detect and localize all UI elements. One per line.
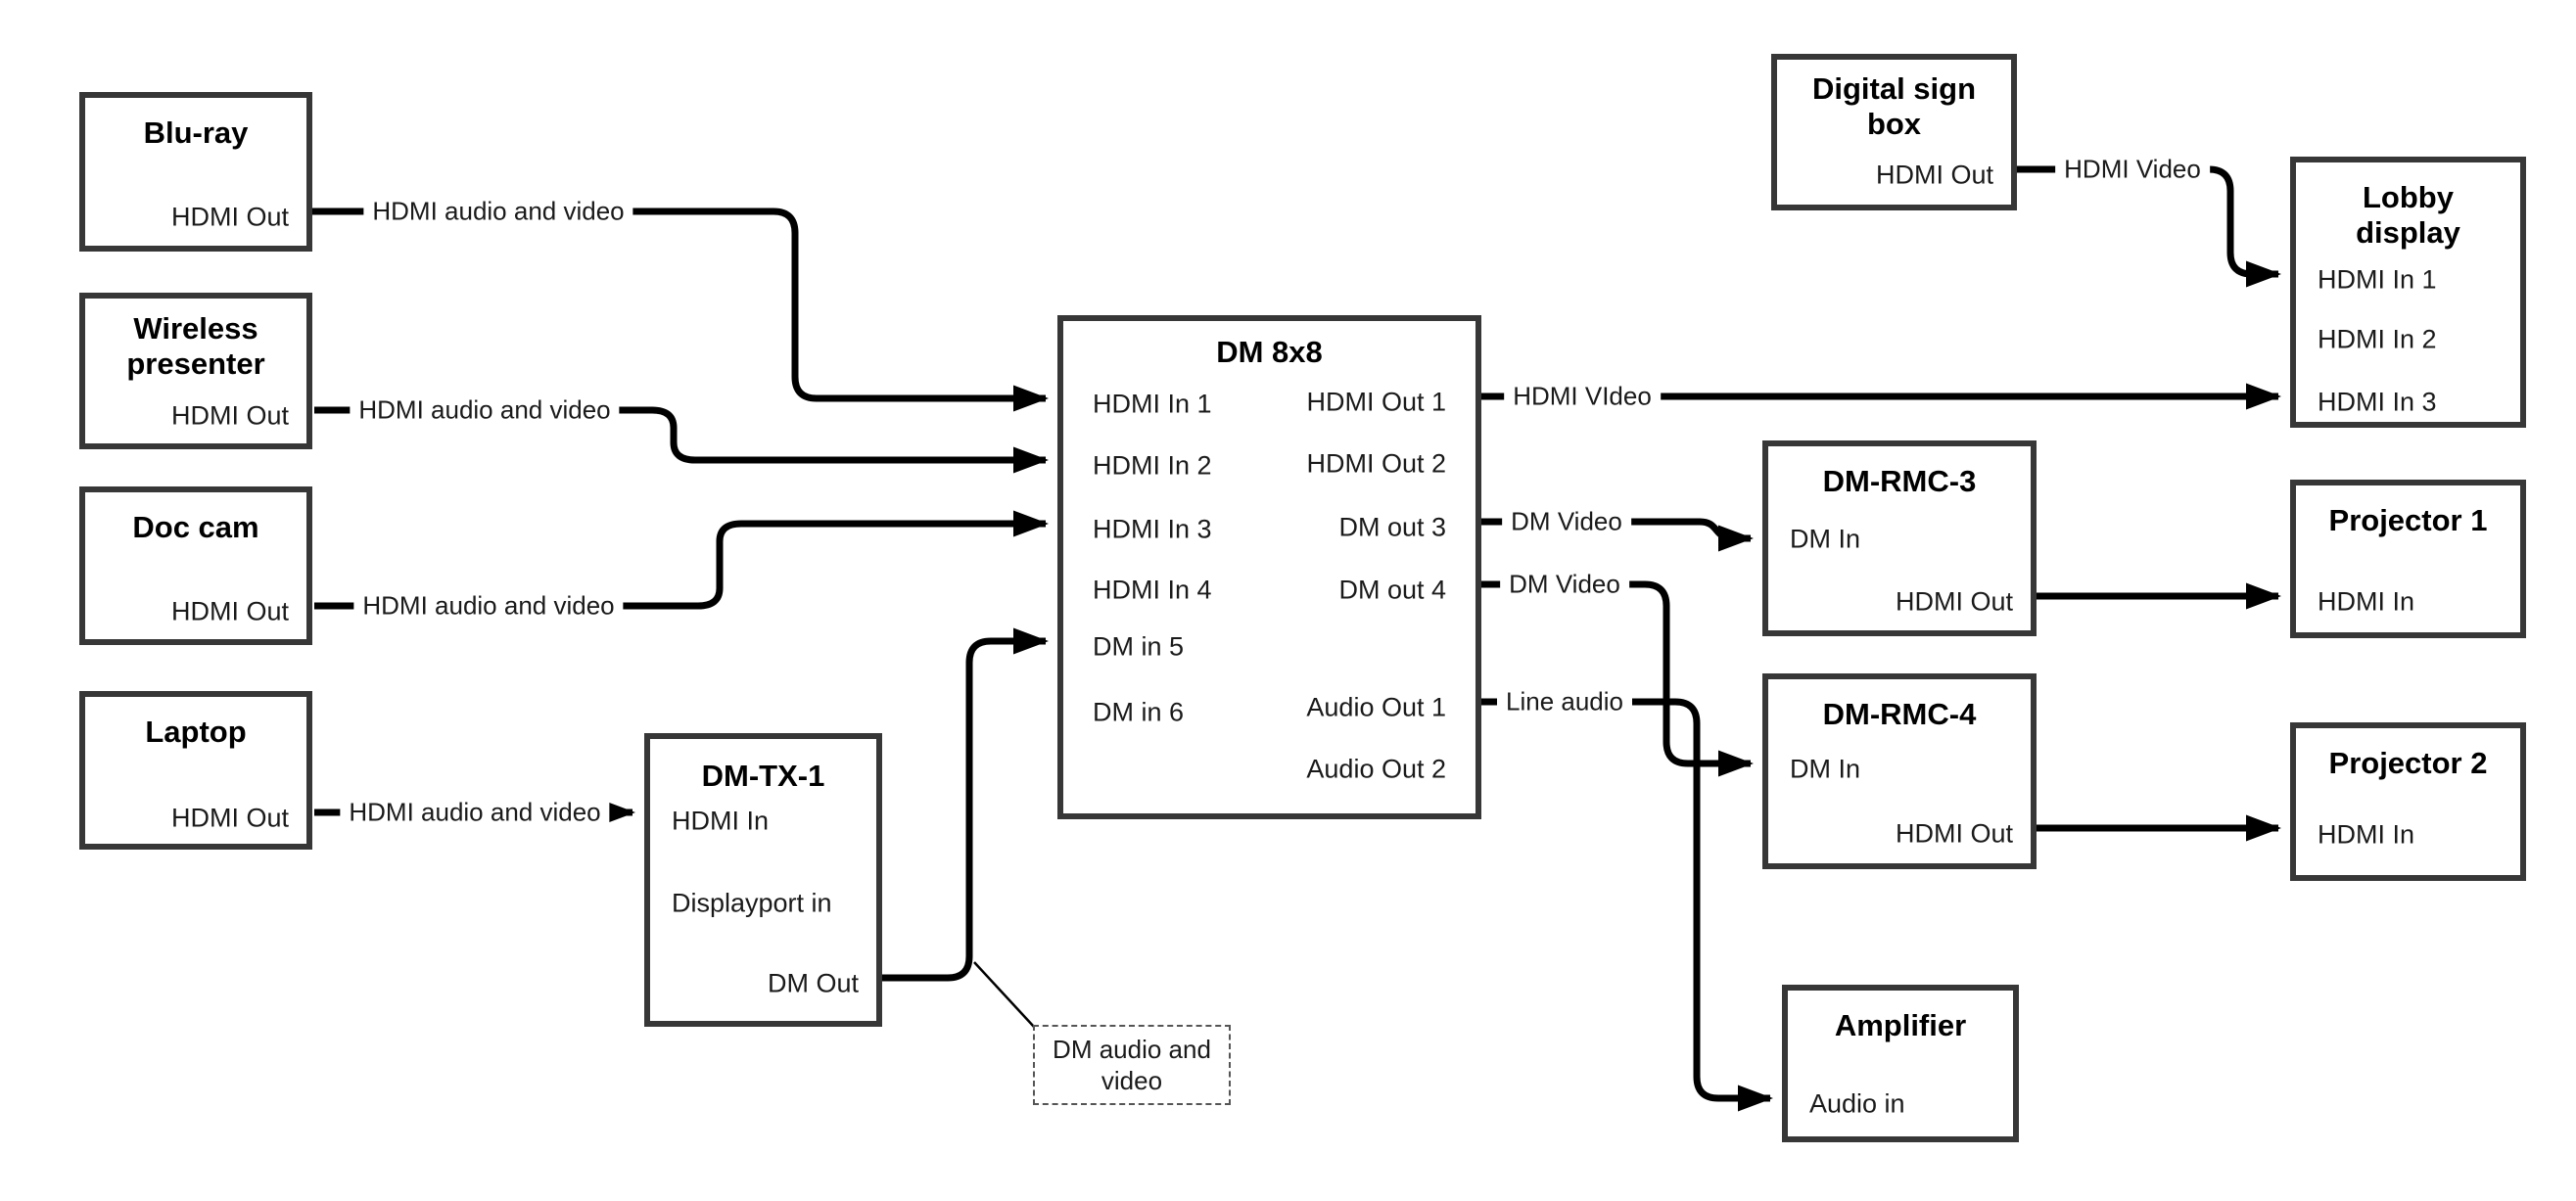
node-title: Amplifier [1834, 1008, 1967, 1042]
node-title: Projector 1 [2328, 503, 2488, 537]
port-hdmi-in-3: HDMI In 3 [2318, 387, 2437, 417]
port-hdmi-in: HDMI In [2318, 586, 2415, 617]
connector-dm8x8-out4-to-rmc4 [1481, 580, 1754, 777]
port-dm-in: DM In [1790, 524, 1861, 554]
edge-label-doccam-dm8x8: HDMI audio and video [353, 588, 624, 624]
node-projector-2: Projector 2 HDMI In [2290, 722, 2526, 881]
port-dm-in-6: DM in 6 [1093, 697, 1185, 727]
edge-label-laptop-dmtx1: HDMI audio and video [340, 795, 610, 830]
node-title: DM-RMC-3 [1822, 464, 1977, 498]
port-dm-in: DM In [1790, 754, 1861, 784]
port-hdmi-in-3: HDMI In 3 [1093, 514, 1212, 544]
port-audio-in: Audio in [1809, 1088, 1905, 1119]
node-title: DM-RMC-4 [1822, 697, 1977, 731]
node-title: DM-TX-1 [701, 759, 825, 793]
callout-leader-line [973, 961, 1035, 1028]
node-lobby-display: Lobby display HDMI In 1 HDMI In 2 HDMI I… [2290, 157, 2526, 428]
port-hdmi-out-1: HDMI Out 1 [1306, 387, 1446, 417]
port-hdmi-out: HDMI Out [170, 202, 289, 232]
edge-label-dm-video-out3: DM Video [1502, 504, 1631, 539]
port-hdmi-in: HDMI In [672, 806, 770, 836]
edge-label-dm-video-out4: DM Video [1500, 567, 1629, 602]
port-hdmi-in-1: HDMI In 1 [2318, 264, 2437, 295]
node-blu-ray: Blu-ray HDMI Out [79, 92, 312, 252]
port-hdmi-out: HDMI Out [170, 596, 289, 626]
port-hdmi-out: HDMI Out [1895, 586, 2013, 617]
node-wireless-presenter: Wireless presenter HDMI Out [79, 293, 312, 449]
node-title: Blu-ray [143, 115, 249, 150]
edge-label-line-audio: Line audio [1497, 684, 1632, 719]
connector-doccam-to-dm8x8 [314, 510, 1049, 610]
node-dm-rmc-3: DM-RMC-3 DM In HDMI Out [1762, 440, 2037, 636]
node-title: Projector 2 [2328, 746, 2488, 780]
node-dm-rmc-4: DM-RMC-4 DM In HDMI Out [1762, 673, 2037, 869]
connector-bluray-to-dm8x8 [312, 208, 1049, 412]
port-hdmi-out: HDMI Out [1875, 160, 1993, 190]
node-digital-sign-box: Digital sign box HDMI Out [1771, 54, 2017, 210]
node-title: Digital sign box [1811, 71, 1977, 141]
node-laptop: Laptop HDMI Out [79, 691, 312, 850]
port-hdmi-out: HDMI Out [170, 400, 289, 431]
port-hdmi-out: HDMI Out [1895, 818, 2013, 849]
connector-dm8x8-audio1-to-amplifier [1481, 698, 1773, 1112]
node-amplifier: Amplifier Audio in [1782, 985, 2019, 1142]
port-hdmi-in-2: HDMI In 2 [2318, 324, 2437, 354]
node-title: Laptop [145, 715, 247, 749]
port-hdmi-in-1: HDMI In 1 [1093, 389, 1212, 419]
node-projector-1: Projector 1 HDMI In [2290, 480, 2526, 638]
connector-digitalsign-to-lobby [2017, 165, 2281, 288]
node-title: Doc cam [132, 510, 259, 544]
port-hdmi-in-4: HDMI In 4 [1093, 575, 1212, 605]
edge-label-digitalsign-lobby: HDMI Video [2055, 152, 2210, 187]
connector-wireless-to-dm8x8 [314, 406, 1049, 474]
port-dm-out-4: DM out 4 [1338, 575, 1446, 605]
edge-label-wireless-dm8x8: HDMI audio and video [350, 393, 620, 428]
port-dm-out: DM Out [767, 968, 859, 998]
port-dm-in-5: DM in 5 [1093, 631, 1185, 662]
connector-dm8x8-out3-to-rmc3 [1481, 518, 1754, 552]
port-audio-out-1: Audio Out 1 [1306, 692, 1446, 722]
port-dm-out-3: DM out 3 [1338, 512, 1446, 542]
node-doc-cam: Doc cam HDMI Out [79, 486, 312, 645]
callout-dm-audio-video: DM audio and video [1033, 1025, 1231, 1105]
port-audio-out-2: Audio Out 2 [1306, 754, 1446, 784]
port-hdmi-in: HDMI In [2318, 819, 2415, 850]
node-title: Lobby display [2356, 180, 2460, 250]
node-title: Wireless presenter [126, 311, 265, 381]
node-dm-8x8: DM 8x8 HDMI In 1 HDMI In 2 HDMI In 3 HDM… [1057, 315, 1481, 819]
port-displayport-in: Displayport in [672, 888, 832, 918]
edge-label-hdmi-video-out1: HDMI VIdeo [1504, 379, 1661, 414]
port-hdmi-out-2: HDMI Out 2 [1306, 448, 1446, 479]
port-hdmi-out: HDMI Out [170, 803, 289, 833]
connector-dmtx1-to-dm8x8 [882, 627, 1049, 982]
port-hdmi-in-2: HDMI In 2 [1093, 450, 1212, 481]
node-dm-tx-1: DM-TX-1 HDMI In Displayport in DM Out [644, 733, 882, 1027]
node-title: DM 8x8 [1216, 335, 1323, 369]
edge-label-bluray-dm8x8: HDMI audio and video [363, 194, 633, 229]
